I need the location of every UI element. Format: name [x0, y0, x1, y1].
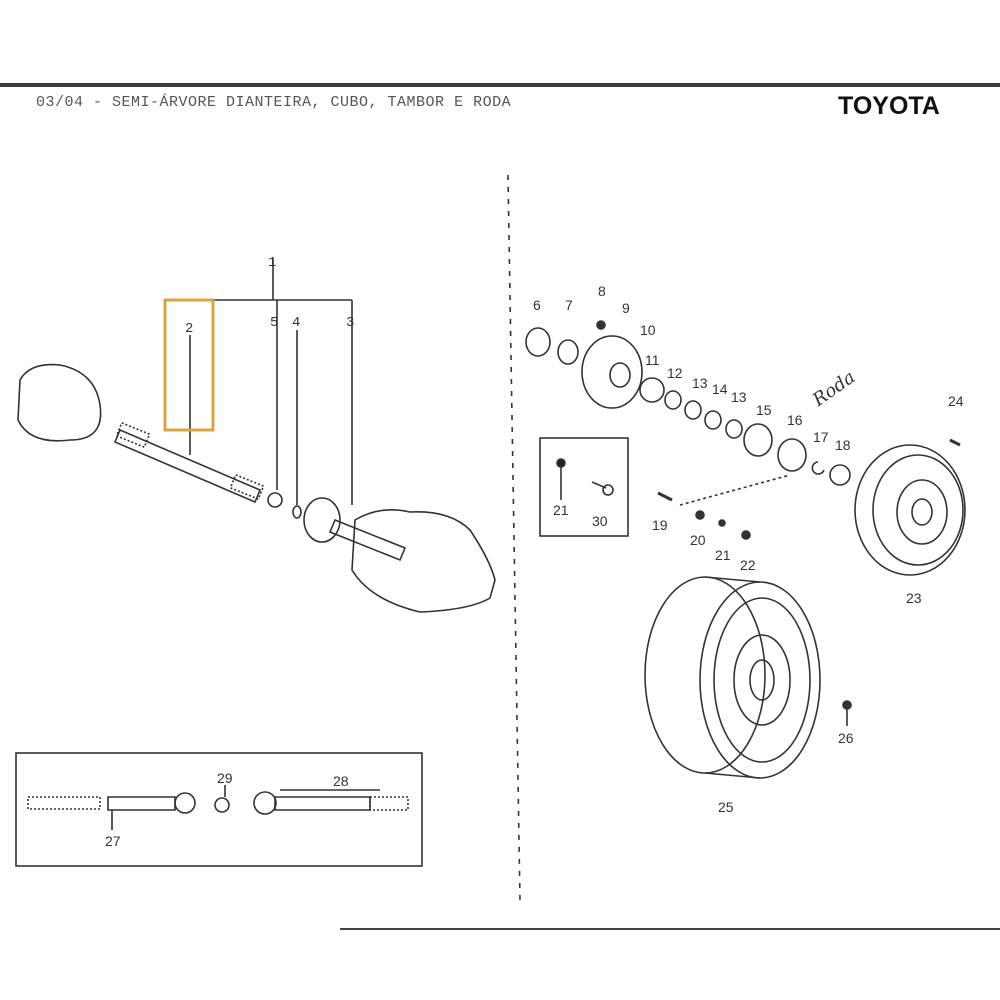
label-18: 18 [835, 437, 851, 453]
header-rule [0, 83, 1000, 87]
label-28: 28 [333, 773, 349, 789]
part-5-ring [267, 492, 283, 508]
label-3: 3 [346, 315, 354, 331]
label-30: 30 [592, 513, 608, 529]
wheel-rim [644, 576, 852, 779]
part-4-clip [292, 505, 302, 519]
label-15: 15 [756, 402, 772, 418]
highlight-box-part-2[interactable] [163, 298, 215, 432]
label-8: 8 [598, 283, 606, 299]
label-26: 26 [838, 730, 854, 746]
label-27: 27 [105, 833, 121, 849]
label-22: 22 [740, 557, 756, 573]
label-9: 9 [622, 300, 630, 316]
label-29: 29 [217, 770, 233, 786]
axle-shaft-assembly [17, 363, 496, 613]
label-7: 7 [565, 297, 573, 313]
label-10: 10 [640, 322, 656, 338]
inset-box-shaft-variant [15, 752, 423, 867]
label-25: 25 [718, 799, 734, 815]
brake-drum [854, 438, 966, 576]
differential-housing [351, 509, 496, 613]
label-11: 11 [645, 352, 660, 368]
hub-assembly [525, 320, 851, 540]
knuckle-outline [17, 363, 102, 442]
page-title: 03/04 - SEMI-ÁRVORE DIANTEIRA, CUBO, TAM… [36, 94, 512, 111]
label-14: 14 [712, 381, 728, 397]
part-labels: 1 2 3 4 5 6 7 8 9 10 11 12 13 14 13 15 1… [105, 255, 964, 849]
label-12: 12 [667, 365, 683, 381]
label-19: 19 [652, 517, 668, 533]
label-6: 6 [533, 297, 541, 313]
label-21: 21 [715, 547, 731, 563]
label-16: 16 [787, 412, 803, 428]
label-20: 20 [690, 532, 706, 548]
label-5: 5 [270, 315, 278, 331]
label-23: 23 [906, 590, 922, 606]
label-2[interactable]: 2 [185, 321, 193, 337]
annotation-roda: Roda [808, 367, 859, 412]
brand-logo: TOYOTA [838, 92, 940, 120]
label-24: 24 [948, 393, 964, 409]
label-21-inset: 21 [553, 502, 569, 518]
footer-rule [340, 928, 1000, 930]
inset-box-bolts [539, 437, 629, 537]
label-13b: 13 [731, 389, 747, 405]
label-13a: 13 [692, 375, 708, 391]
part-3-joint [303, 497, 341, 543]
label-1: 1 [268, 255, 276, 271]
label-17: 17 [813, 429, 829, 445]
section-divider [507, 174, 521, 901]
label-4: 4 [292, 315, 300, 331]
